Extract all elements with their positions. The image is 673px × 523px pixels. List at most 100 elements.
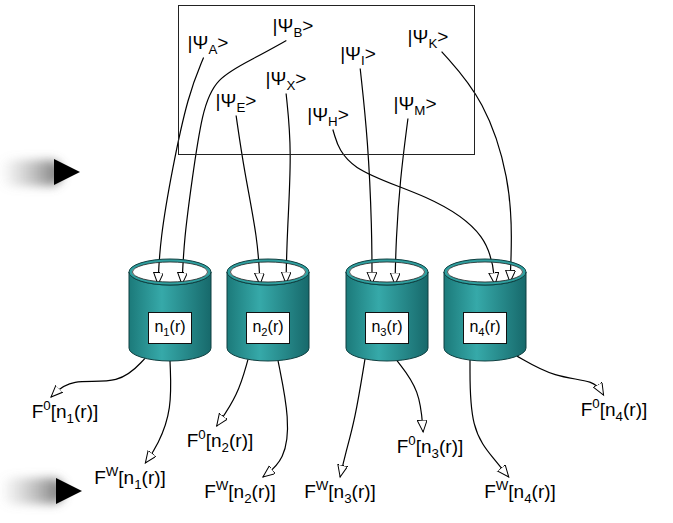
text-run: > — [437, 26, 448, 47]
text-run: (r) — [387, 318, 403, 335]
text-run: (r) — [485, 318, 501, 335]
flow-arrow — [470, 360, 509, 477]
flow-arrow — [340, 359, 365, 477]
subscript: 1 — [134, 477, 141, 492]
cylinder-rim — [229, 261, 308, 284]
state-ket: |ΨX> — [264, 67, 309, 94]
functional-text: FW[n4(r)] — [482, 477, 558, 507]
superscript: W — [216, 478, 229, 493]
subscript: 3 — [344, 491, 351, 506]
text-run: |Ψ — [307, 104, 328, 125]
subscript: 4 — [524, 491, 531, 506]
text-run: [n — [600, 399, 616, 420]
flow-arrow — [360, 69, 372, 285]
text-run: > — [295, 68, 306, 89]
text-run: [n — [508, 481, 524, 502]
text-run: n — [252, 318, 261, 335]
text-run: F — [32, 401, 44, 422]
functional-label: FW[n2(r)] — [202, 477, 278, 507]
cylinder-opening — [133, 262, 208, 282]
subscript: 2 — [222, 440, 229, 455]
text-run: [n — [416, 436, 432, 457]
text-run: (r)] — [439, 436, 463, 457]
subscript: 1 — [67, 411, 74, 426]
arrow-shadow — [0, 160, 62, 186]
text-run: (r)] — [229, 430, 253, 451]
flow-arrow — [263, 361, 288, 477]
subscript: A — [208, 41, 217, 56]
superscript: W — [316, 478, 329, 493]
text-run: F — [484, 481, 496, 502]
text-run: [n — [228, 481, 244, 502]
ket-label: |ΨK> — [406, 25, 451, 52]
pointer-arrow — [0, 478, 82, 504]
cylinder-top — [129, 259, 211, 285]
subscript: H — [328, 113, 338, 128]
text-run: (r)] — [74, 401, 98, 422]
state-ket: |ΨM> — [392, 92, 439, 119]
ket-label: |ΨB> — [271, 14, 316, 41]
functional-text: FW[n2(r)] — [202, 477, 278, 507]
text-run: > — [365, 43, 376, 64]
subscript: K — [428, 35, 437, 50]
state-ket: |ΨH> — [305, 103, 351, 130]
subscript: E — [236, 99, 245, 114]
text-run: (r)] — [352, 481, 376, 502]
text-run: [n — [118, 467, 134, 488]
cylinder-rim — [348, 261, 427, 284]
functional-label: FW[n1(r)] — [92, 463, 168, 493]
cylinder-shape — [443, 258, 527, 362]
text-run: (r)] — [142, 467, 166, 488]
functional-text: FW[n1(r)] — [92, 463, 168, 493]
functional-label: F0[n4(r)] — [579, 395, 650, 425]
cylinder-top — [444, 259, 526, 285]
density-label: n4(r) — [463, 312, 506, 345]
cylinder-top — [346, 259, 428, 285]
functional-label: F0[n3(r)] — [395, 432, 466, 462]
text-run: |Ψ — [408, 26, 429, 47]
superscript: W — [496, 478, 509, 493]
text-run: F — [397, 436, 409, 457]
functional-label: F0[n1(r)] — [30, 397, 101, 427]
ket-label: |ΨI> — [338, 42, 378, 69]
ket-label: |ΨH> — [305, 103, 351, 130]
text-run: |Ψ — [216, 90, 237, 111]
flow-arrow — [51, 358, 145, 397]
cylinder-opening — [231, 262, 306, 282]
arrow-head — [54, 159, 80, 185]
text-run: F — [187, 430, 199, 451]
functional-text: F0[n4(r)] — [579, 395, 650, 425]
text-run: [n — [206, 430, 222, 451]
density-label: n2(r) — [246, 312, 289, 345]
text-run: n — [469, 318, 478, 335]
flow-arrow — [145, 361, 170, 463]
density-cylinder: n3(r) — [345, 258, 429, 362]
functional-label: FW[n4(r)] — [482, 477, 558, 507]
state-ket: |ΨB> — [271, 14, 316, 41]
text-run: F — [581, 399, 593, 420]
ket-label: |ΨA> — [186, 31, 231, 58]
superscript: 0 — [198, 427, 205, 442]
superscript: 0 — [43, 398, 50, 413]
state-ket: |ΨA> — [186, 31, 231, 58]
cylinder-rim — [131, 261, 210, 284]
flow-arrow — [442, 52, 512, 283]
subscript: 4 — [616, 409, 623, 424]
subscript: 2 — [244, 491, 251, 506]
state-ket: |ΨK> — [406, 25, 451, 52]
cylinder-opening — [350, 262, 425, 282]
flow-arrow — [517, 356, 604, 395]
text-run: > — [338, 104, 349, 125]
text-run: (r) — [170, 318, 186, 335]
text-run: n — [154, 318, 163, 335]
text-run: > — [425, 93, 436, 114]
subscript: I — [361, 52, 365, 67]
subscript: B — [293, 24, 302, 39]
density-label: n1(r) — [148, 312, 191, 345]
text-run: (r)] — [532, 481, 556, 502]
text-run: (r)] — [623, 399, 647, 420]
text-run: |Ψ — [394, 93, 415, 114]
flow-arrow — [217, 359, 248, 426]
flow-arrow — [397, 361, 423, 432]
